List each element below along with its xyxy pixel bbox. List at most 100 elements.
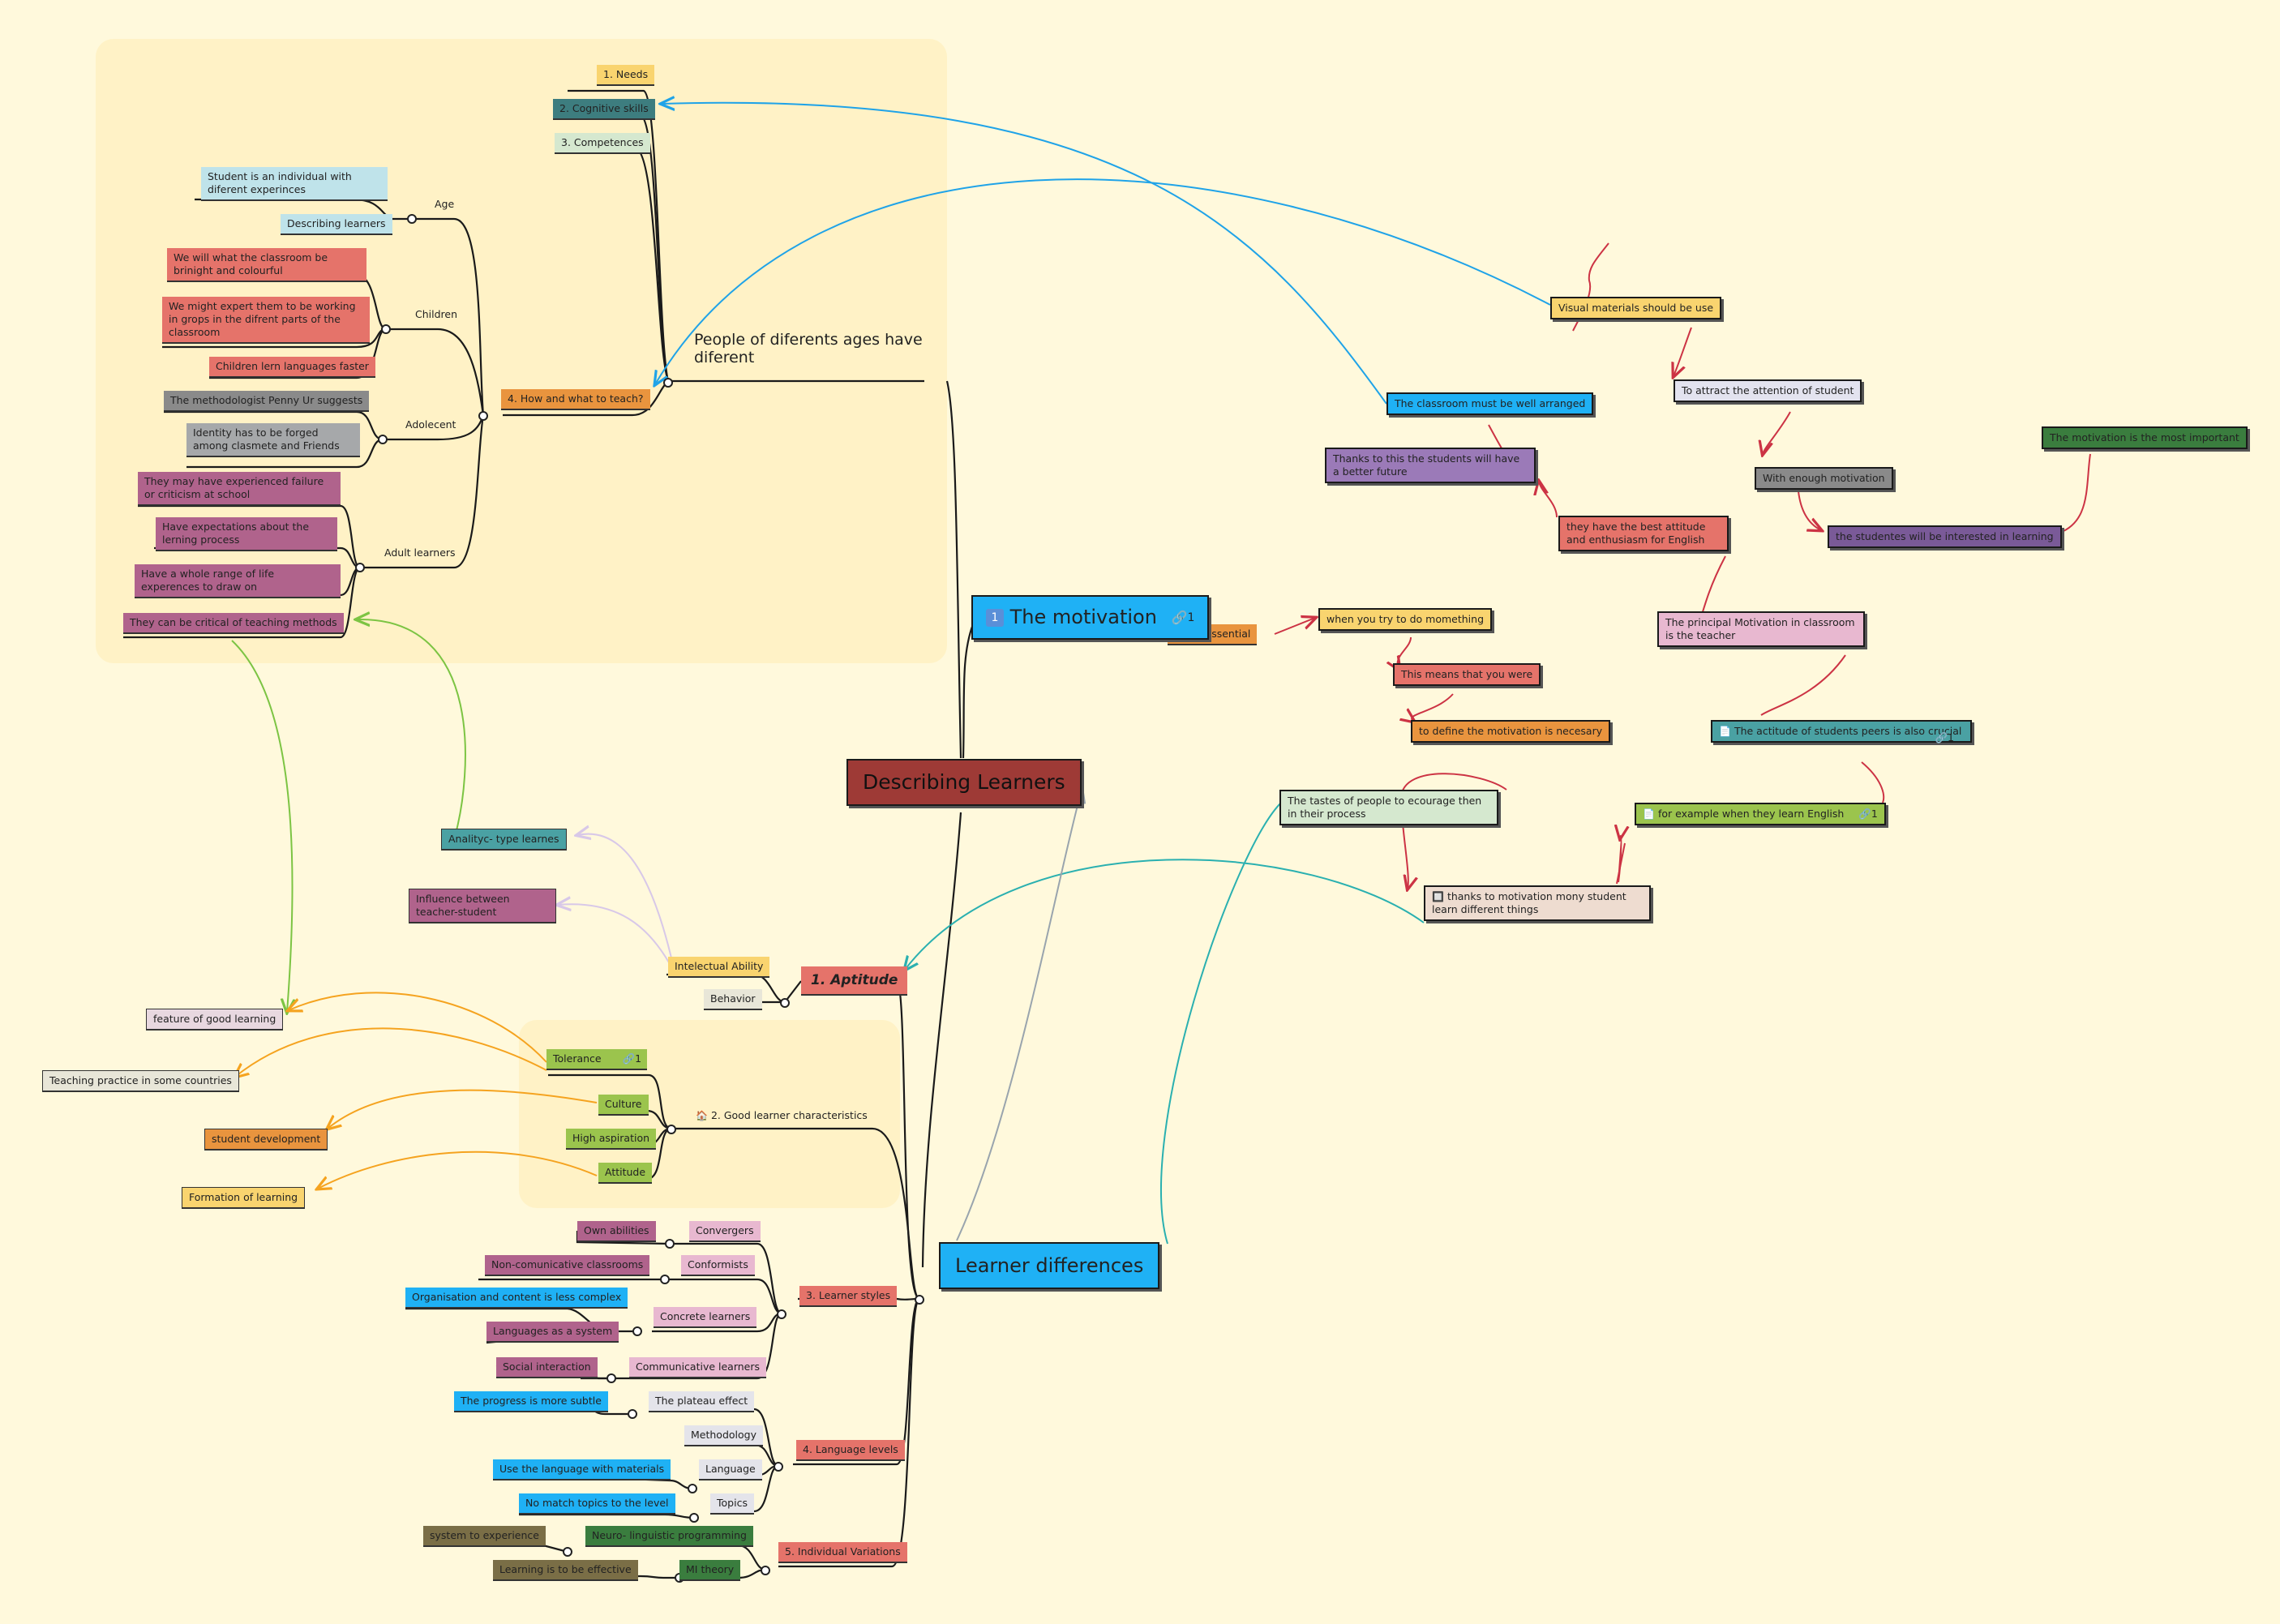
cognitive-skills-node[interactable]: 2. Cognitive skills <box>553 99 655 120</box>
high-aspiration-node[interactable]: High aspiration <box>566 1129 657 1150</box>
mi-theory-node[interactable]: MI theory <box>679 1560 741 1581</box>
motivation-topic[interactable]: 1 The motivation 🔗1 <box>971 595 1210 640</box>
feature-good-learning-node[interactable]: feature of good learning <box>146 1009 284 1031</box>
motivation-title: The motivation <box>1009 606 1157 628</box>
adult-item[interactable]: Have a whole range of life experences to… <box>135 564 341 598</box>
languages-system-node[interactable]: Languages as a system <box>486 1322 619 1343</box>
influence-node[interactable]: Influence between teacher-student <box>409 889 556 923</box>
means-node[interactable]: This means that you were <box>1393 663 1541 686</box>
thanks-many-text: thanks to motivation mony student learn … <box>1432 890 1626 915</box>
age-item[interactable]: Describing learners <box>281 214 392 235</box>
junction-dot <box>606 1373 616 1383</box>
social-interaction-node[interactable]: Social interaction <box>496 1357 598 1378</box>
learner-differences-topic[interactable]: Learner differences <box>939 1242 1160 1289</box>
language-levels-node[interactable]: 4. Language levels <box>796 1440 905 1461</box>
system-experience-node[interactable]: system to experience <box>423 1526 546 1547</box>
note-icon: 🔲 <box>1432 891 1444 902</box>
adolecent-item[interactable]: The methodologist Penny Ur suggests <box>164 391 370 412</box>
learner-styles-node[interactable]: 3. Learner styles <box>799 1286 898 1307</box>
intelectual-ability-node[interactable]: Intelectual Ability <box>668 957 770 978</box>
junction-dot <box>689 1513 699 1523</box>
how-what-teach-node[interactable]: 4. How and what to teach? <box>501 389 650 410</box>
adult-item[interactable]: Have expectations about the lerning proc… <box>156 517 337 551</box>
tastes-node[interactable]: The tastes of people to ecourage then in… <box>1279 790 1498 825</box>
good-learner-text: 2. Good learner characteristics <box>710 1109 868 1121</box>
children-label[interactable]: Children <box>415 308 458 320</box>
attract-attention-node[interactable]: To attract the attention of student <box>1674 379 1862 402</box>
age-label[interactable]: Age <box>435 198 455 210</box>
people-branch-zone <box>96 39 947 663</box>
learning-effective-node[interactable]: Learning is to be effective <box>493 1560 638 1581</box>
children-item[interactable]: Children lern languages faster <box>209 357 375 378</box>
culture-node[interactable]: Culture <box>598 1095 649 1116</box>
junction-dot <box>378 435 388 444</box>
most-important-node[interactable]: The motivation is the most important <box>2042 426 2248 449</box>
methodology-node[interactable]: Methodology <box>684 1425 763 1446</box>
good-learner-label[interactable]: 🏠 2. Good learner characteristics <box>696 1109 868 1122</box>
central-topic[interactable]: Describing Learners <box>846 759 1082 806</box>
topics-node[interactable]: Topics <box>710 1493 754 1515</box>
student-development-node[interactable]: student development <box>204 1129 328 1151</box>
enough-motivation-node[interactable]: With enough motivation <box>1755 467 1893 490</box>
competences-node[interactable]: 3. Competences <box>555 133 650 154</box>
adolecent-item[interactable]: Identity has to be forged among clasmete… <box>186 423 360 457</box>
visual-materials-node[interactable]: Visual materials should be use <box>1550 297 1722 319</box>
language-node[interactable]: Language <box>699 1459 762 1480</box>
junction-dot <box>478 411 488 421</box>
tolerance-link-count: 1 <box>635 1052 642 1065</box>
number-one-icon: 1 <box>986 609 1004 627</box>
children-item[interactable]: We will what the classroom be brinight a… <box>167 248 366 282</box>
interested-node[interactable]: the studentes will be interested in lear… <box>1828 525 2062 548</box>
children-item[interactable]: We might expert them to be working in gr… <box>162 297 370 344</box>
define-motivation-node[interactable]: to define the motivation is necesary <box>1411 720 1611 743</box>
junction-dot <box>665 1239 675 1249</box>
thanks-many-node[interactable]: 🔲 thanks to motivation mony student lear… <box>1424 885 1651 921</box>
example-english-node[interactable]: 📄 for example when they learn English 🔗1 <box>1635 803 1886 825</box>
individual-variations-node[interactable]: 5. Individual Variations <box>778 1542 907 1563</box>
principal-motivation-node[interactable]: The principal Motivation in classroom is… <box>1657 611 1865 647</box>
own-abilities-node[interactable]: Own abilities <box>577 1221 656 1242</box>
link-icon: 🔗 <box>1171 610 1188 625</box>
convergers-node[interactable]: Convergers <box>689 1221 761 1242</box>
neuro-linguistic-node[interactable]: Neuro- linguistic programming <box>585 1526 753 1547</box>
attitude-node[interactable]: Attitude <box>598 1163 653 1184</box>
non-comunicative-node[interactable]: Non-comunicative classrooms <box>485 1255 650 1276</box>
communicative-learners-node[interactable]: Communicative learners <box>629 1357 767 1378</box>
formation-learning-node[interactable]: Formation of learning <box>182 1187 306 1209</box>
example-link-count: 1 <box>1871 808 1878 820</box>
link-icon: 🔗 <box>1858 808 1871 820</box>
conformists-node[interactable]: Conformists <box>681 1255 755 1276</box>
no-match-topics-node[interactable]: No match topics to the level <box>519 1493 675 1515</box>
people-ages-topic[interactable]: People of diferents ages have diferent <box>694 331 923 366</box>
junction-dot <box>381 324 391 334</box>
junction-dot <box>915 1295 924 1305</box>
concrete-learners-node[interactable]: Concrete learners <box>654 1307 757 1328</box>
progress-subtle-node[interactable]: The progress is more subtle <box>454 1391 608 1412</box>
junction-dot <box>688 1484 697 1493</box>
better-future-node[interactable]: Thanks to this the students will have a … <box>1325 448 1536 483</box>
junction-dot <box>774 1462 783 1472</box>
best-attitude-node[interactable]: they have the best attitude and enthusia… <box>1558 516 1729 551</box>
needs-node[interactable]: 1. Needs <box>597 65 655 86</box>
junction-dot <box>777 1309 786 1319</box>
peers-actitude-node[interactable]: 📄 The actitude of students peers is also… <box>1711 720 1972 743</box>
classroom-arranged-node[interactable]: The classroom must be well arranged <box>1386 392 1594 415</box>
try-something-node[interactable]: when you try to do momething <box>1318 608 1493 631</box>
analityc-learners-node[interactable]: Analityc- type learnes <box>441 829 567 851</box>
age-item[interactable]: Student is an individual with diferent e… <box>201 167 388 201</box>
adolecent-label[interactable]: Adolecent <box>405 418 456 431</box>
adult-item[interactable]: They can be critical of teaching methods <box>123 613 344 634</box>
teaching-practice-node[interactable]: Teaching practice in some countries <box>42 1070 239 1092</box>
plateau-effect-node[interactable]: The plateau effect <box>649 1391 755 1412</box>
behavior-node[interactable]: Behavior <box>704 989 762 1010</box>
tolerance-node[interactable]: Tolerance 🔗1 <box>546 1049 647 1070</box>
use-language-node[interactable]: Use the language with materials <box>493 1459 671 1480</box>
link-count: 1 <box>1187 611 1195 624</box>
adult-item[interactable]: They may have experienced failure or cri… <box>138 472 341 506</box>
junction-dot <box>355 563 365 572</box>
junction-dot <box>407 214 417 224</box>
adult-learners-label[interactable]: Adult learners <box>384 546 456 559</box>
organisation-content-node[interactable]: Organisation and content is less complex <box>405 1288 628 1309</box>
aptitude-node[interactable]: 1. Aptitude <box>801 966 908 996</box>
